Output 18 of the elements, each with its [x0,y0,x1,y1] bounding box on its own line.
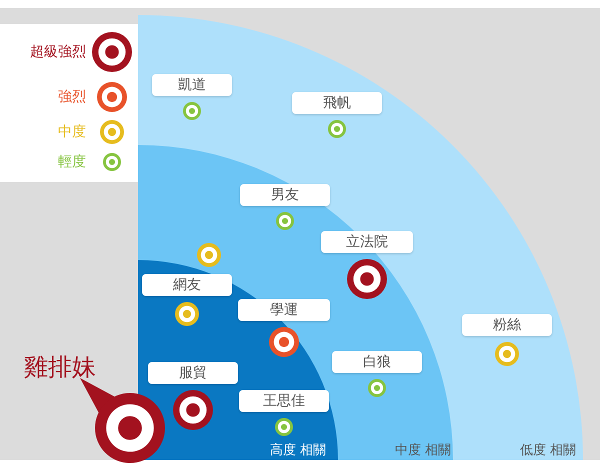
callout-bubble: 王思佳 [239,390,329,412]
callout-bubble: 立法院 [321,231,413,253]
legend-label: 輕度 [58,153,86,171]
callout-bubble: 男友 [240,184,330,206]
band-label: 低度 相關 [520,443,576,459]
callout-bubble: 粉絲 [462,314,552,336]
callout-bubble: 學運 [238,299,330,321]
subject-label: 雞排妹 [24,352,96,382]
callout-bubble: 網友 [142,274,232,296]
callout-bubble: 服貿 [148,362,238,384]
legend-label: 超級強烈 [30,43,86,61]
callout-bubble: 凱道 [152,74,232,96]
callout-bubble: 飛帆 [292,92,382,114]
legend-label: 中度 [58,123,86,141]
band-label: 高度 相關 [270,443,326,459]
legend-label: 強烈 [58,88,86,106]
band-label: 中度 相關 [395,443,452,459]
callout-bubble: 白狼 [332,351,422,373]
